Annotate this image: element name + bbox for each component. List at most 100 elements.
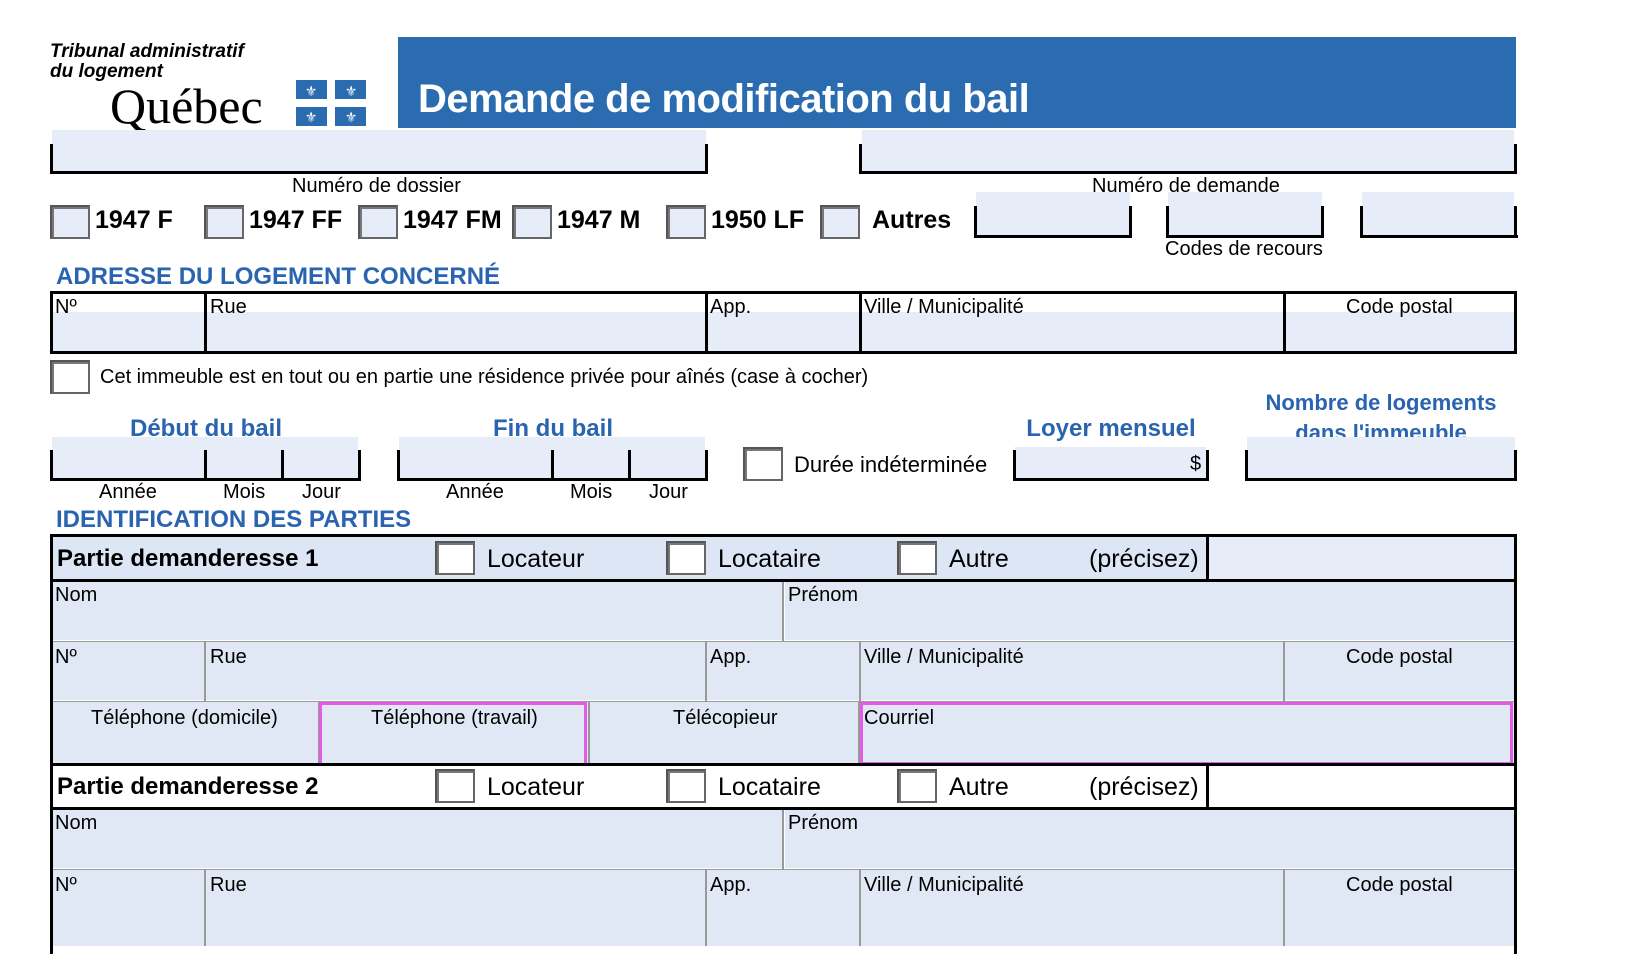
party1-tel-domicile-field[interactable] — [53, 702, 318, 763]
title-banner: Demande de modification du bail — [398, 37, 1516, 128]
party2-prenom-field[interactable] — [785, 810, 1514, 868]
party2-locateur-checkbox[interactable] — [435, 769, 475, 803]
checkbox-1947fm[interactable] — [358, 205, 398, 239]
party2-prenom-label: Prénom — [788, 812, 859, 834]
dossier-number-label: Numéro de dossier — [292, 175, 461, 197]
recours-code-field-2[interactable] — [1168, 192, 1322, 236]
party2-nom-field[interactable] — [53, 810, 782, 868]
rpa-checkbox[interactable] — [50, 360, 90, 394]
party2-postal-label: Code postal — [1346, 874, 1453, 896]
party2-postal-field[interactable] — [1285, 870, 1514, 946]
party1-autre-label: Autre — [949, 545, 1009, 573]
address-no-label: Nº — [55, 296, 77, 318]
checkbox-1947m[interactable] — [512, 205, 552, 239]
party1-locateur-label: Locateur — [487, 545, 585, 573]
svg-text:⚜: ⚜ — [305, 84, 318, 100]
address-ville-label: Ville / Municipalité — [864, 296, 1024, 318]
loyer-mensuel-title: Loyer mensuel — [1026, 415, 1196, 442]
checkbox-1950lf[interactable] — [666, 205, 706, 239]
party1-title: Partie demanderesse 1 — [57, 545, 319, 572]
parties-section-title: IDENTIFICATION DES PARTIES — [56, 506, 412, 533]
code-1947m-label: 1947 M — [557, 206, 641, 234]
address-ville-field[interactable] — [862, 312, 1283, 351]
nb-logements-field[interactable] — [1247, 437, 1515, 479]
duree-indeterminee-checkbox[interactable] — [743, 447, 783, 481]
party1-telecopieur-field[interactable] — [590, 702, 858, 763]
party1-courriel-field[interactable] — [860, 702, 1514, 763]
party1-rue-label: Rue — [210, 646, 247, 668]
code-autres-label: Autres — [872, 206, 952, 234]
party2-locataire-label: Locataire — [718, 773, 821, 801]
org-name-line2: du logement — [50, 61, 163, 82]
party1-locateur-checkbox[interactable] — [435, 541, 475, 575]
party1-nom-field[interactable] — [53, 582, 782, 640]
party2-ville-label: Ville / Municipalité — [864, 874, 1024, 896]
address-no-field[interactable] — [53, 312, 204, 351]
party2-rue-field[interactable] — [206, 870, 705, 946]
dossier-number-field[interactable] — [52, 130, 706, 172]
address-table — [50, 291, 1517, 354]
address-section-title: ADRESSE DU LOGEMENT CONCERNÉ — [56, 263, 501, 290]
debut-annee-label: Année — [99, 481, 157, 503]
loyer-mensuel-field[interactable] — [1015, 447, 1206, 479]
debut-jour-label: Jour — [302, 481, 341, 503]
nb-logements-line1: Nombre de logements — [1265, 390, 1497, 415]
fin-jour-label: Jour — [649, 481, 688, 503]
address-rue-label: Rue — [210, 296, 247, 318]
svg-text:⚜: ⚜ — [345, 110, 358, 126]
party2-rue-label: Rue — [210, 874, 247, 896]
recours-codes-label: Codes de recours — [1165, 238, 1323, 260]
checkbox-autres[interactable] — [820, 205, 860, 239]
party1-tel-domicile-label: Téléphone (domicile) — [91, 707, 278, 729]
checkbox-1947ff[interactable] — [204, 205, 244, 239]
recours-code-field-3[interactable] — [1362, 192, 1514, 236]
fin-mois-label: Mois — [570, 481, 613, 503]
dollar-sign: $ — [1190, 453, 1202, 475]
party1-courriel-label: Courriel — [864, 707, 935, 729]
party2-app-label: App. — [710, 874, 752, 896]
party2-ville-field[interactable] — [861, 870, 1283, 946]
fin-annee-label: Année — [446, 481, 504, 503]
address-postal-label: Code postal — [1346, 296, 1453, 318]
address-app-field[interactable] — [708, 312, 859, 351]
demande-number-field[interactable] — [862, 130, 1514, 172]
highlight-courriel — [860, 702, 1513, 765]
party1-nom-label: Nom — [55, 584, 98, 606]
recours-code-field-1[interactable] — [976, 192, 1130, 236]
party2-precisez-field[interactable] — [1209, 766, 1514, 807]
party1-rue-field[interactable] — [206, 642, 705, 700]
party2-locateur-label: Locateur — [487, 773, 585, 801]
party1-postal-field[interactable] — [1285, 642, 1514, 700]
party1-prenom-field[interactable] — [785, 582, 1514, 640]
party1-no-field[interactable] — [53, 642, 204, 700]
form-title: Demande de modification du bail — [418, 77, 1030, 121]
party1-precisez-label: (précisez) — [1089, 545, 1199, 573]
address-app-label: App. — [710, 296, 752, 318]
party2-title: Partie demanderesse 2 — [57, 773, 319, 800]
party2-app-field[interactable] — [707, 870, 859, 946]
party2-no-field[interactable] — [53, 870, 204, 946]
party1-postal-label: Code postal — [1346, 646, 1453, 668]
party2-autre-checkbox[interactable] — [897, 769, 937, 803]
highlight-tel-travail — [319, 702, 587, 769]
duree-indeterminee-label: Durée indéterminée — [794, 452, 988, 477]
party2-locataire-checkbox[interactable] — [666, 769, 706, 803]
checkbox-1947f[interactable] — [50, 205, 90, 239]
code-1947ff-label: 1947 FF — [249, 206, 343, 234]
org-name-line1: Tribunal administratif — [50, 41, 244, 62]
code-1950lf-label: 1950 LF — [711, 206, 805, 234]
party1-autre-checkbox[interactable] — [897, 541, 937, 575]
party1-prenom-label: Prénom — [788, 584, 859, 606]
party1-ville-field[interactable] — [861, 642, 1283, 700]
party1-app-field[interactable] — [707, 642, 859, 700]
address-rue-field[interactable] — [207, 312, 705, 351]
code-1947fm-label: 1947 FM — [403, 206, 502, 234]
party1-header-row — [53, 537, 1208, 579]
debut-mois-label: Mois — [223, 481, 266, 503]
party1-locataire-label: Locataire — [718, 545, 821, 573]
address-postal-field[interactable] — [1286, 312, 1514, 351]
svg-text:⚜: ⚜ — [345, 84, 358, 100]
party1-tel-travail-field[interactable] — [320, 702, 588, 763]
party1-precisez-field[interactable] — [1209, 537, 1514, 579]
party1-locataire-checkbox[interactable] — [666, 541, 706, 575]
